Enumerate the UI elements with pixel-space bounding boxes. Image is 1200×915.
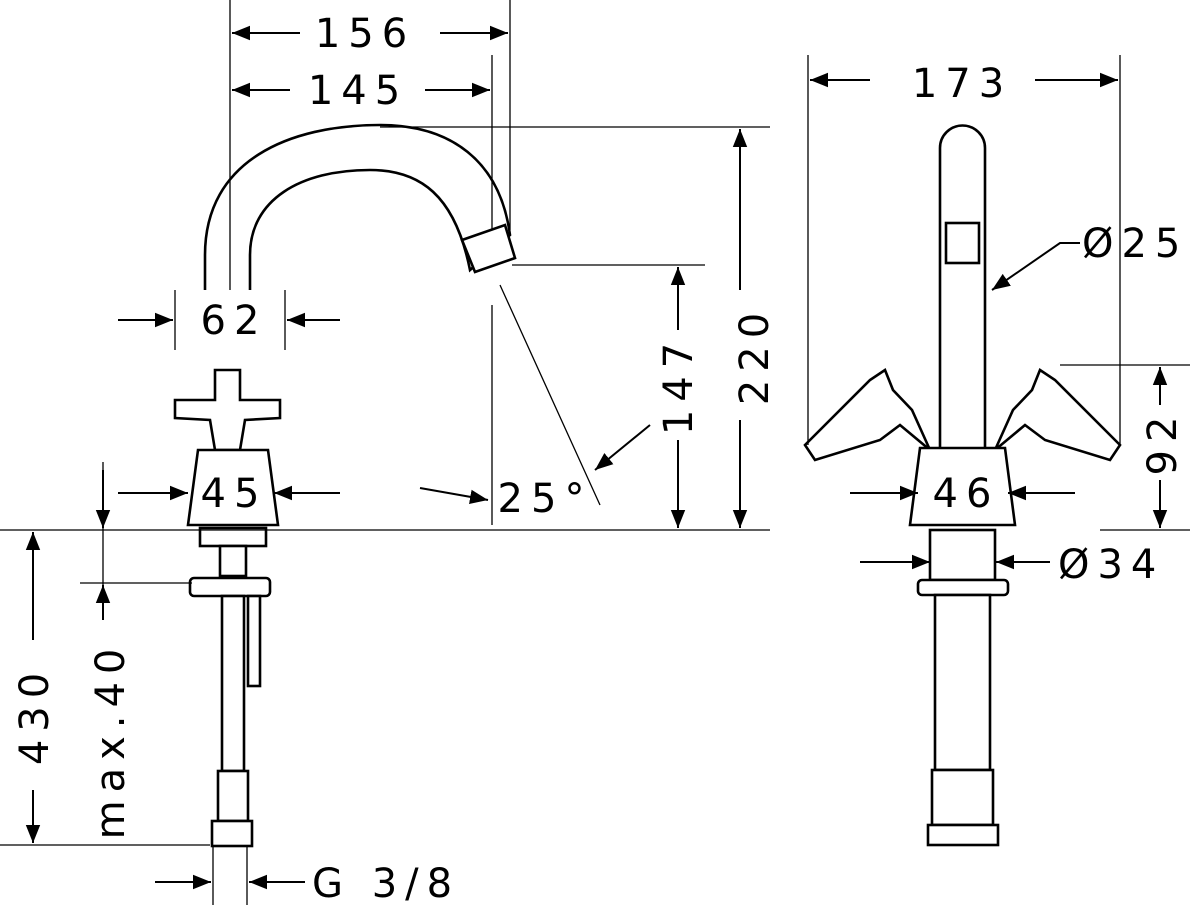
dim-62: 62 (201, 298, 268, 344)
spout (203, 123, 512, 290)
valve-body (186, 448, 280, 527)
dim-430: 430 (12, 665, 58, 765)
connector-nut (210, 819, 254, 848)
handle-left (803, 368, 932, 462)
dim-diameter-25: Ø25 (1082, 221, 1188, 267)
dim-156: 156 (315, 11, 415, 57)
handle-right (993, 368, 1122, 462)
dim-147: 147 (656, 335, 702, 435)
dim-max-40: max.40 (88, 641, 134, 840)
hose (220, 594, 246, 773)
dim-145: 145 (308, 68, 408, 114)
dim-173: 173 (912, 61, 1012, 107)
spout-outlet (460, 223, 517, 274)
threaded-rod (246, 594, 262, 688)
hoses-front (933, 593, 992, 772)
front-view: 173 Ø25 92 46 Ø34 (803, 55, 1190, 847)
spout-outlet-front (944, 221, 981, 265)
mounting-plate (188, 576, 272, 598)
dim-220: 220 (732, 305, 778, 405)
base-ring (198, 526, 268, 548)
dim-92: 92 (1140, 409, 1186, 476)
dim-25-degree: 25° (498, 476, 593, 522)
handle (173, 368, 282, 452)
dim-diameter-34: Ø34 (1058, 542, 1164, 588)
spout-front (938, 124, 987, 450)
dim-45: 45 (201, 471, 268, 517)
dim-g-3-8: G 3/8 (312, 861, 460, 907)
side-view: 156 145 220 147 62 45 25° 430 (0, 0, 778, 907)
dim-46: 46 (933, 471, 1000, 517)
